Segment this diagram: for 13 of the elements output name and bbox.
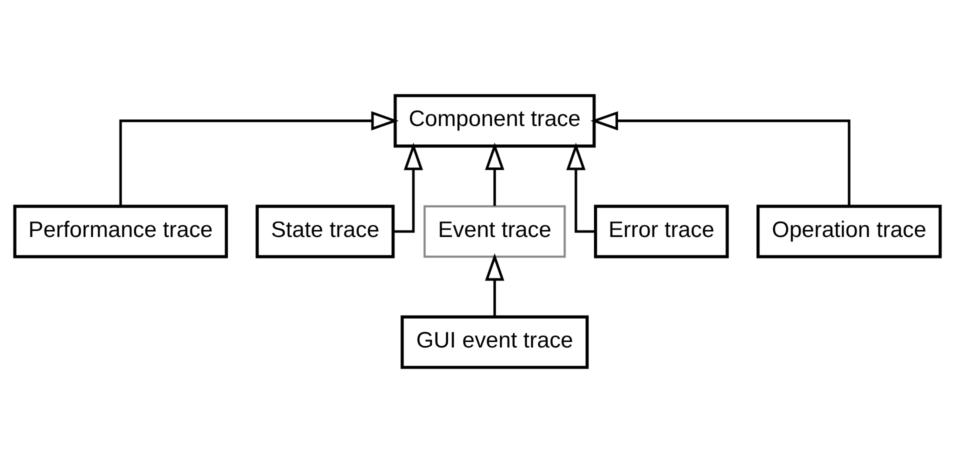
node-box: Performance trace — [13, 204, 228, 258]
node-box: State trace — [256, 204, 395, 258]
node-box: Error trace — [594, 204, 729, 258]
arrow — [393, 142, 424, 233]
arrow — [485, 142, 504, 206]
arrow — [590, 111, 850, 206]
node-box: Component trace — [394, 94, 596, 148]
arrow — [485, 253, 504, 316]
node-box: Operation trace — [756, 204, 942, 258]
node-box: GUI event trace — [400, 315, 589, 369]
node-box: Event trace — [424, 205, 566, 258]
arrow — [566, 142, 596, 233]
arrow — [119, 111, 399, 206]
